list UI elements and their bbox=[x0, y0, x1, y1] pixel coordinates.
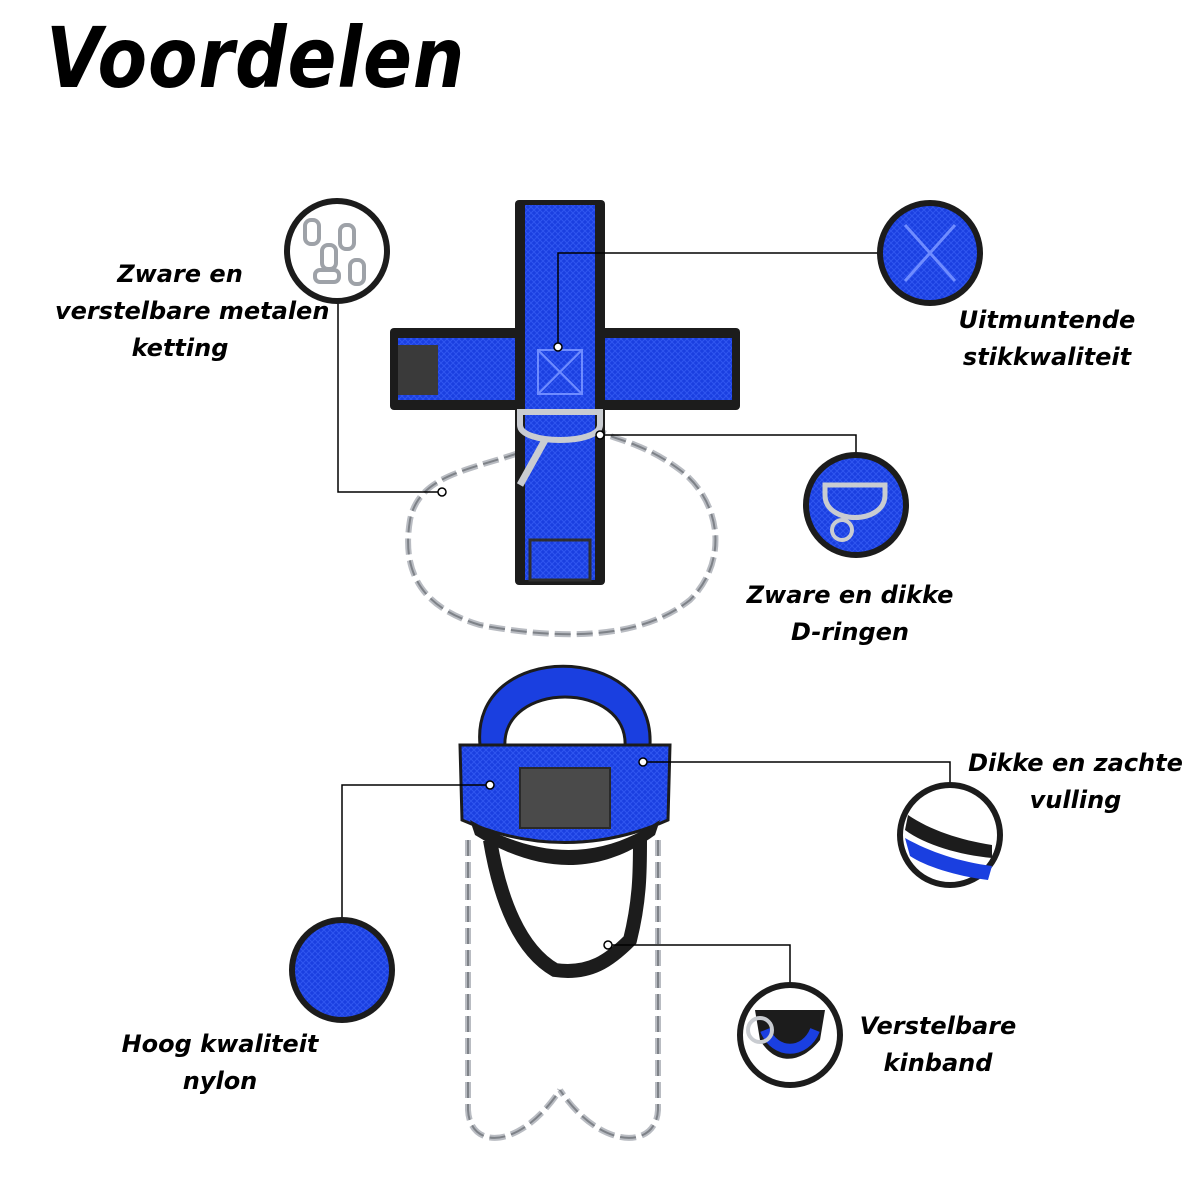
callout-label-chain: Zware en verstelbare metalen ketting bbox=[55, 260, 330, 363]
callout-label-dring: Zware en dikke D-ringen bbox=[746, 581, 954, 647]
callout-label-stitching: Uitmuntende stikkwaliteit bbox=[958, 306, 1136, 372]
zoom-circle-chinstrap bbox=[737, 982, 843, 1088]
callout-label-padding: Dikke en zachte vulling bbox=[968, 749, 1183, 815]
zoom-circle-stitching bbox=[877, 200, 983, 306]
cross-d-ring bbox=[517, 409, 603, 443]
cross-harness-image bbox=[390, 200, 740, 638]
zoom-circle-chain bbox=[284, 198, 390, 304]
callout-label-chinstrap: Verstelbare kinband bbox=[859, 1012, 1017, 1078]
zoom-circle-padding bbox=[897, 782, 1003, 888]
head-harness-image bbox=[458, 664, 672, 1141]
callout-label-nylon: Hoog kwaliteit nylon bbox=[121, 1030, 319, 1096]
head-top-loop bbox=[478, 664, 652, 750]
cross-chain bbox=[405, 427, 719, 638]
zoom-circle-nylon bbox=[289, 917, 395, 1023]
chin-strap bbox=[483, 838, 647, 978]
zoom-circle-dring bbox=[803, 452, 909, 558]
callout-lines bbox=[337, 252, 951, 985]
page-title: Voordelen bbox=[46, 9, 466, 107]
